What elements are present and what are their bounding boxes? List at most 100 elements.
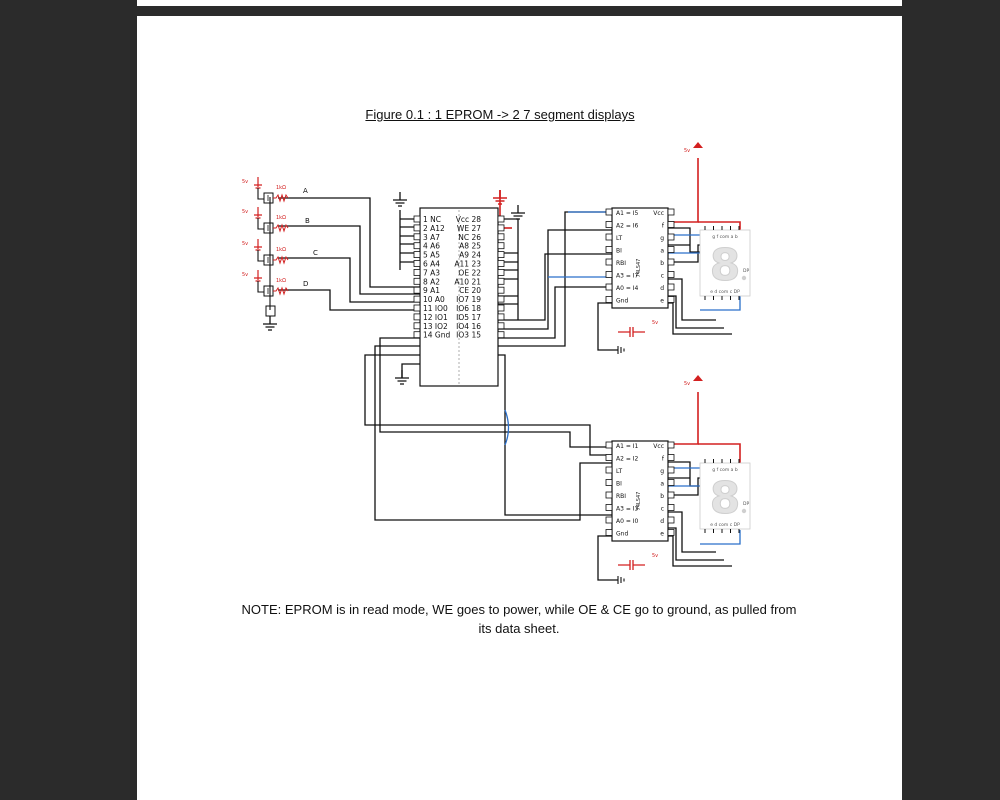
decoder-left-pin-label: A0 = I4 — [616, 285, 639, 292]
eprom-left-pin-label: 2 A12 — [423, 224, 445, 233]
eprom-pin — [497, 251, 505, 259]
decoder-pin — [667, 221, 675, 228]
decoder-pin — [605, 466, 613, 474]
eprom-pin — [413, 251, 421, 259]
decoder-pin — [605, 529, 613, 536]
eprom-left-pin-label: 12 IO1 — [423, 313, 448, 322]
decoder-left-pin-label: LT — [616, 235, 623, 242]
eprom-right-pin-label: A10 21 — [454, 277, 481, 286]
eprom-right-pin-label: CE 20 — [459, 286, 481, 295]
decoder-pin — [605, 454, 613, 461]
dp-label: DP — [743, 501, 749, 507]
resistor — [273, 255, 289, 265]
switch-lead — [257, 250, 264, 262]
decoder-supply-arrow — [693, 142, 703, 148]
decoder-pin — [667, 516, 675, 524]
previous-page-edge — [137, 0, 902, 6]
eprom-right-pin-label: IO4 16 — [456, 322, 481, 331]
decoder-supply-label: 5v — [684, 381, 690, 387]
decoder-pin — [667, 479, 675, 486]
resistor — [273, 193, 289, 203]
eprom-pin — [413, 215, 421, 223]
input-line-label: A — [303, 187, 308, 195]
decoder-pin — [605, 258, 613, 266]
decoder-right-pin-label: g — [660, 235, 664, 242]
eprom-pin — [413, 233, 421, 241]
vcc-ground-symbol — [493, 190, 507, 205]
eprom-pin — [413, 331, 421, 339]
eprom-left-pin-label: 1 NC — [423, 215, 441, 224]
switch-lead — [257, 281, 264, 293]
decoder-pin — [667, 504, 675, 511]
decoder-right-pin-label: e — [660, 531, 664, 538]
decoder-pin — [605, 479, 613, 486]
eprom-pin — [497, 304, 505, 312]
eprom-right-pin-label: OE 22 — [458, 268, 481, 277]
decoder-right-pin-label: b — [660, 493, 664, 500]
figure-caption: Figure 0.1 : 1 EPROM -> 2 7 segment disp… — [365, 107, 635, 122]
display-top-pin-label: g f com a b — [712, 234, 738, 240]
switch — [263, 254, 274, 266]
decoder-pin — [667, 529, 675, 536]
switch — [263, 222, 274, 234]
decoder-pin — [667, 246, 675, 253]
eprom-left-pin-label: 9 A1 — [423, 286, 440, 295]
display-digit: 8 — [710, 240, 741, 291]
capacitor — [618, 327, 645, 337]
decoder-pin — [667, 296, 675, 303]
decoder-pin — [605, 283, 613, 291]
decoder-left-pin-label: LT — [616, 468, 623, 475]
eprom-right-pin-label: IO7 19 — [456, 295, 481, 304]
eprom-pin — [497, 233, 505, 241]
decoder-pin — [667, 258, 675, 266]
dp-label: DP — [743, 268, 749, 274]
decoder-right-pin-label: c — [661, 506, 664, 513]
eprom-pin — [413, 313, 421, 321]
eprom-pin — [497, 286, 505, 294]
eprom-right-pin-label: IO6 18 — [456, 304, 481, 313]
supply-label: 5v — [242, 209, 248, 215]
resistor-label: 1kΩ — [276, 215, 286, 221]
decoder-part-label: 74LS47 — [636, 259, 642, 278]
eprom-pin — [497, 331, 505, 339]
decoder-left-pin-label: RBI — [616, 493, 626, 500]
decoder-right-pin-label: c — [661, 273, 664, 280]
decoder-right-pin-label: Vcc — [653, 210, 664, 217]
decoder-pin — [605, 296, 613, 303]
capacitor — [618, 560, 645, 570]
display-top-pin-label: g f com a b — [712, 467, 738, 473]
eprom-right-pin-label: A8 25 — [459, 242, 481, 251]
capacitor-supply-label: 5v — [652, 320, 658, 326]
ground-symbol — [511, 205, 525, 220]
display-body — [699, 229, 751, 297]
eprom-left-pin-label: 13 IO2 — [423, 322, 448, 331]
decoder-right-pin-label: e — [660, 298, 664, 305]
decoder-right-pin-label: a — [660, 481, 664, 488]
eprom-pin — [497, 277, 505, 285]
ground-symbols — [393, 190, 625, 584]
decoder-pin — [605, 233, 613, 241]
eprom-pin — [497, 268, 505, 276]
decoder-supply-arrow — [693, 375, 703, 381]
decoder-left-pin-label: A1 = I5 — [616, 210, 639, 217]
decoder-pin — [605, 221, 613, 228]
decimal-point — [741, 508, 747, 514]
decoder-right-pin-label: f — [662, 223, 665, 230]
eprom-pin — [497, 242, 505, 250]
decoder-pin — [605, 491, 613, 499]
supply-label: 5v — [242, 179, 248, 185]
decoder-left-pin-label: Gnd — [616, 298, 628, 305]
decoder-right-pin-label: f — [662, 456, 665, 463]
eprom-left-pin-label: 14 Gnd — [423, 331, 450, 340]
eprom-pin — [497, 260, 505, 267]
decoder-left-pin-label: A3 = I3 — [616, 506, 639, 513]
resistor-label: 1kΩ — [276, 185, 286, 191]
decoder-right-pin-label: a — [660, 248, 664, 255]
eprom-right-pin-label: A11 23 — [454, 260, 481, 269]
ground-symbol — [263, 316, 277, 331]
